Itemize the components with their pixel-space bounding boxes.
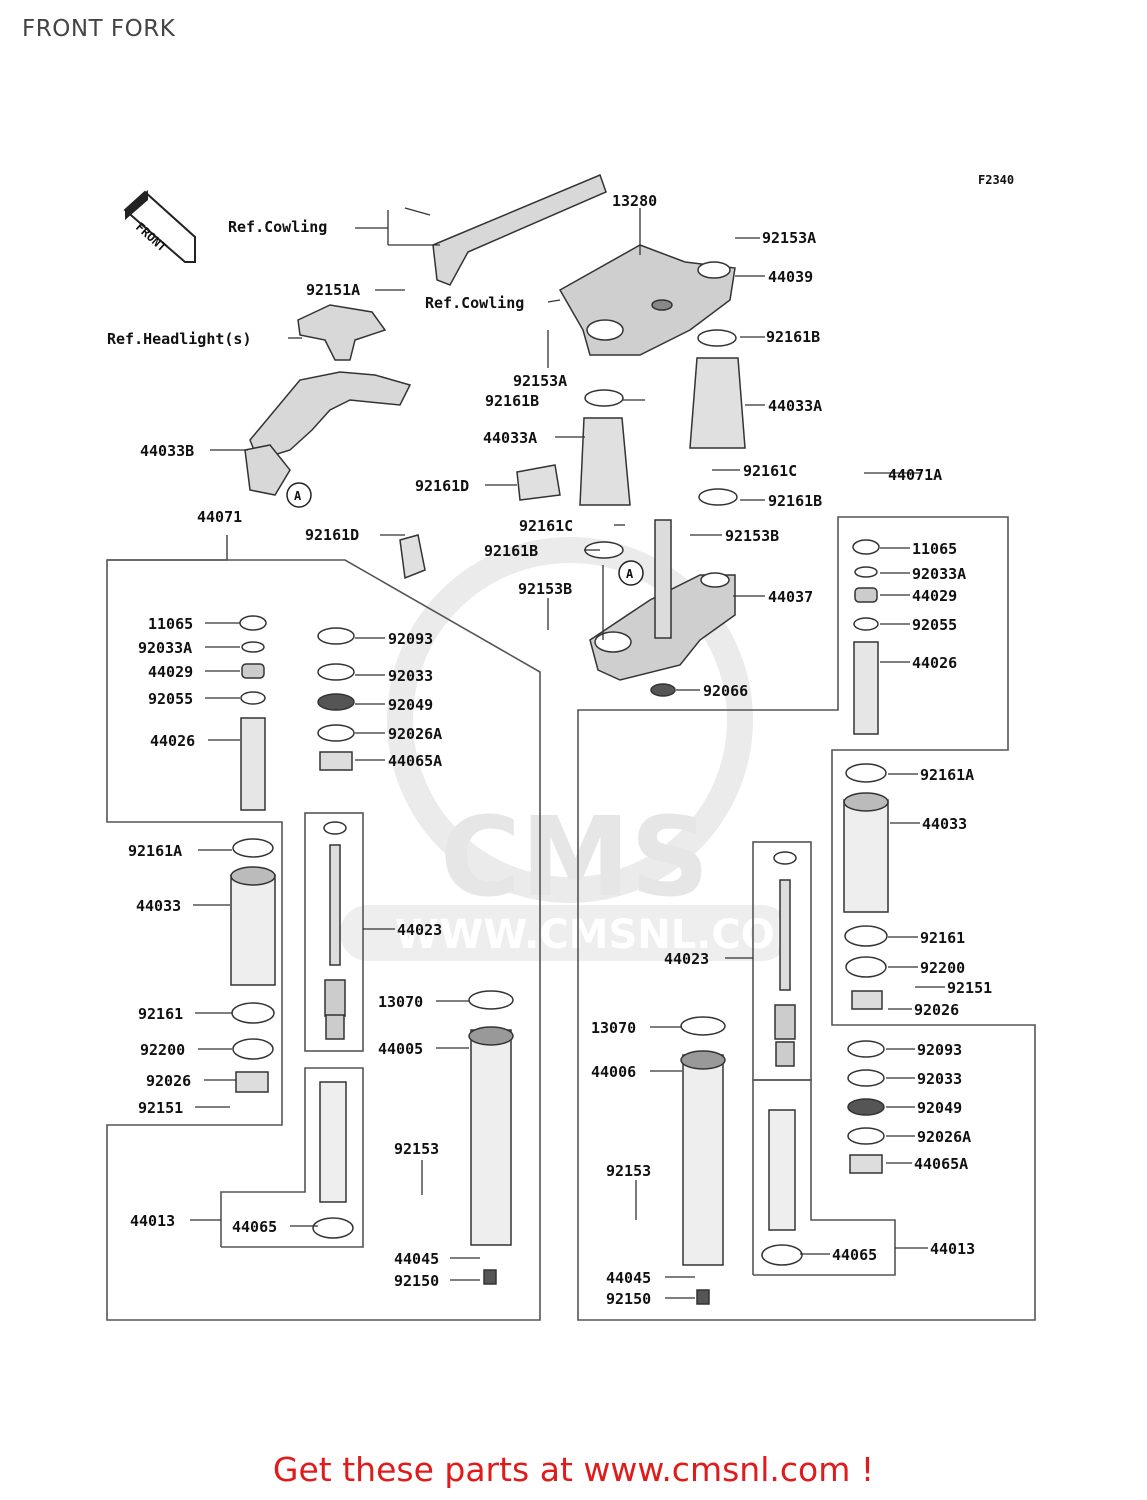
- part-label: 92153B: [518, 580, 572, 598]
- part-label: 92033A: [138, 639, 192, 657]
- part-label: 92161B: [766, 328, 820, 346]
- part-label: 92153: [394, 1140, 439, 1158]
- part-label: 11065: [148, 615, 193, 633]
- part-label: 92161B: [485, 392, 539, 410]
- part-labels-right: 11065 92033A 44029 92055 44026 92161A 44…: [591, 540, 992, 1308]
- stem-covers: [399, 329, 746, 580]
- part-label: 44023: [397, 921, 442, 939]
- part-label: 13070: [378, 993, 423, 1011]
- part-label: 92161B: [768, 492, 822, 510]
- part-label: 44071: [197, 508, 242, 526]
- part-label: 44026: [912, 654, 957, 672]
- reference-marker-a: A A: [286, 482, 644, 586]
- part-label: 92161C: [519, 517, 573, 535]
- part-label: 92161B: [484, 542, 538, 560]
- part-label: 44006: [591, 1063, 636, 1081]
- part-label: 92026A: [388, 725, 442, 743]
- part-label: 44045: [394, 1250, 439, 1268]
- part-label: 92161: [138, 1005, 183, 1023]
- part-label: 44029: [148, 663, 193, 681]
- part-label: 92200: [920, 959, 965, 977]
- front-arrow-icon: FRONT: [123, 190, 196, 263]
- part-label: 92026A: [917, 1128, 971, 1146]
- part-label: 92026: [146, 1072, 191, 1090]
- part-label: 92151: [138, 1099, 183, 1117]
- part-label: 13070: [591, 1019, 636, 1037]
- part-label: 44065A: [388, 752, 442, 770]
- part-label: 92161A: [128, 842, 182, 860]
- part-label: 92153A: [762, 229, 816, 247]
- part-label: 92161D: [415, 477, 469, 495]
- part-label: 92055: [912, 616, 957, 634]
- frame-lines: [106, 516, 1036, 1321]
- part-label: 44045: [606, 1269, 651, 1287]
- part-label: 92161C: [743, 462, 797, 480]
- part-label: 92066: [703, 682, 748, 700]
- part-label: 92055: [148, 690, 193, 708]
- part-label: 92153A: [513, 372, 567, 390]
- part-label: 92033A: [912, 565, 966, 583]
- part-label: 92093: [917, 1041, 962, 1059]
- top-bridge: [558, 244, 736, 356]
- part-label: 44026: [150, 732, 195, 750]
- headlight-bracket: [244, 174, 607, 496]
- part-label: 92049: [388, 696, 433, 714]
- part-label: 92161: [920, 929, 965, 947]
- part-label: 44013: [930, 1240, 975, 1258]
- diagram-code: F2340: [978, 173, 1014, 187]
- watermark-brand: CMS: [440, 793, 709, 921]
- part-label: 92150: [606, 1290, 651, 1308]
- part-label: 44071A: [888, 466, 942, 484]
- part-label: 92033: [917, 1070, 962, 1088]
- parts-diagram: CMS WWW.CMSNL.COM FRONT F2340: [106, 173, 1036, 1321]
- part-label: 44023: [664, 950, 709, 968]
- part-label: 11065: [912, 540, 957, 558]
- part-labels-top: Ref.Cowling Ref.Cowling Ref.Headlight(s)…: [107, 192, 942, 700]
- ref-cowling-lower: Ref.Cowling: [425, 294, 524, 312]
- part-label: 92049: [917, 1099, 962, 1117]
- part-label: 44029: [912, 587, 957, 605]
- bottom-bridge: [589, 519, 736, 697]
- part-label: 44033A: [483, 429, 537, 447]
- part-label: 92153: [606, 1162, 651, 1180]
- svg-text:A: A: [294, 489, 302, 503]
- part-label: 44033A: [768, 397, 822, 415]
- part-label: 44039: [768, 268, 813, 286]
- part-label: 92161D: [305, 526, 359, 544]
- leader-lines: [190, 207, 945, 1299]
- part-label: 92026: [914, 1001, 959, 1019]
- front-label: FRONT: [133, 220, 169, 255]
- part-label: 44013: [130, 1212, 175, 1230]
- part-label: 92151: [947, 979, 992, 997]
- part-label: 92153B: [725, 527, 779, 545]
- part-label: 92161A: [920, 766, 974, 784]
- cta-link[interactable]: Get these parts at www.cmsnl.com !: [272, 1450, 875, 1489]
- part-label: 44065: [232, 1218, 277, 1236]
- part-label: 44033: [922, 815, 967, 833]
- page-title: FRONT FORK: [22, 16, 176, 42]
- left-fork-parts: [230, 615, 514, 1285]
- ref-cowling-upper: Ref.Cowling: [228, 218, 327, 236]
- part-label: 92093: [388, 630, 433, 648]
- svg-text:A: A: [626, 567, 634, 581]
- part-label: 92200: [140, 1041, 185, 1059]
- part-label: 13280: [612, 192, 657, 210]
- part-label: 92033: [388, 667, 433, 685]
- part-label: 44033B: [140, 442, 194, 460]
- part-label: 44033: [136, 897, 181, 915]
- right-fork-parts: [680, 539, 889, 1305]
- part-label: 44037: [768, 588, 813, 606]
- watermark: CMS WWW.CMSNL.COM: [340, 537, 815, 961]
- part-label: 44065: [832, 1246, 877, 1264]
- part-label: 44005: [378, 1040, 423, 1058]
- part-label: 92150: [394, 1272, 439, 1290]
- part-label: 92151A: [306, 281, 360, 299]
- part-label: 44065A: [914, 1155, 968, 1173]
- watermark-site: WWW.CMSNL.COM: [395, 912, 815, 958]
- part-labels-left: 11065 92033A 44029 92055 44026 92161A 44…: [128, 615, 442, 1290]
- ref-headlight: Ref.Headlight(s): [107, 330, 252, 348]
